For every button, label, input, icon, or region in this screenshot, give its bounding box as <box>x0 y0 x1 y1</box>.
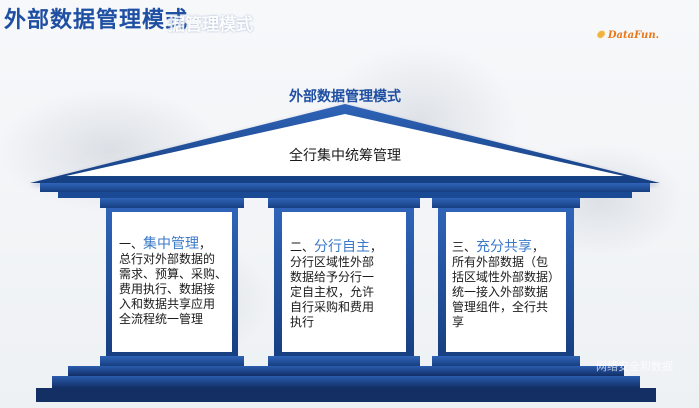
roof-text: 全行集中统筹管理 <box>289 148 401 164</box>
datafun-logo: ✺ DataFun. <box>596 30 659 41</box>
pillar-1-heading: 一、集中管理， <box>119 237 241 252</box>
ghost-title: 据管理模式 <box>168 15 253 35</box>
pillar-2-heading: 二、分行自主， <box>290 240 412 255</box>
pillar-1 <box>100 198 244 366</box>
pillar-2-line: 执行 <box>290 315 315 329</box>
logo-text: DataFun. <box>607 30 660 41</box>
pillar-3-line: 统一接入外部数据 <box>452 285 549 299</box>
page-title: 外部数据管理模式 <box>4 8 189 33</box>
pillar-3-suffix: ， <box>532 240 545 254</box>
pillar-2-line: 自行采购和费用 <box>290 300 375 314</box>
pillar-2-highlight: 分行自主 <box>314 239 371 255</box>
pillar-3-line: 享 <box>452 315 465 329</box>
pillar-2-line: 数据给予分行一 <box>290 270 375 284</box>
pillar-1-line: 总行对外部数据的 <box>119 252 216 266</box>
pillar-3 <box>432 198 580 366</box>
pillar-1-line: 全流程统一管理 <box>119 312 204 326</box>
pillar-3-text: 三、充分共享， 所有外部数据（包 括区域性外部数据） 统一接入外部数据 管理组件… <box>452 240 574 330</box>
pillar-3-highlight: 充分共享 <box>476 239 533 255</box>
pillar-2-line: 分行区域性外部 <box>290 255 375 269</box>
plinth-middle <box>52 376 640 388</box>
roof-caption: 外部数据管理模式 <box>289 89 401 105</box>
pillar-3-line: 所有外部数据（包 <box>452 255 549 269</box>
roof-inner <box>66 114 624 176</box>
pillar-2-line: 定自主权，允许 <box>290 285 375 299</box>
plinth-top <box>68 366 624 376</box>
pillar-3-heading: 三、充分共享， <box>452 240 574 255</box>
roof-beam-lower <box>58 192 632 198</box>
pillar-1-text: 一、集中管理， 总行对外部数据的 需求、预算、采购、 费用执行、数据接 入和数据… <box>119 237 241 327</box>
pillar-1-suffix: ， <box>199 237 212 251</box>
pillar-3-line: 括区域性外部数据） <box>452 270 561 284</box>
pillar-3-line: 管理组件，全行共 <box>452 300 549 314</box>
watermark: 网络安全和数据 <box>596 360 673 373</box>
pillar-2-suffix: ， <box>370 240 383 254</box>
pillar-3-prefix: 三、 <box>452 240 477 254</box>
roof-beam <box>40 183 650 192</box>
plinth-bottom <box>36 388 656 402</box>
pillar-1-highlight: 集中管理 <box>143 236 200 252</box>
pillar-1-line: 需求、预算、采购、 <box>119 267 228 281</box>
pillar-2 <box>268 198 420 366</box>
pillar-1-prefix: 一、 <box>119 237 144 251</box>
pillar-1-line: 入和数据共享应用 <box>119 297 216 311</box>
pillar-2-text: 二、分行自主， 分行区域性外部 数据给予分行一 定自主权，允许 自行采购和费用 … <box>290 240 412 330</box>
pillar-1-line: 费用执行、数据接 <box>119 282 216 296</box>
pillar-2-prefix: 二、 <box>290 240 315 254</box>
logo-sun-icon: ✺ <box>596 30 605 41</box>
